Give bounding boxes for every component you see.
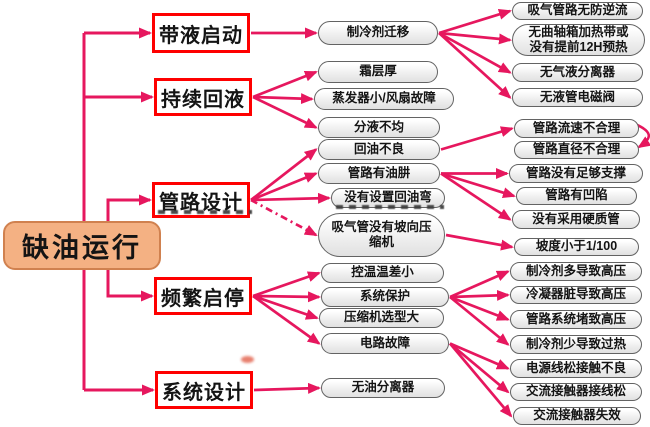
cause-node: 分液不均: [318, 117, 440, 138]
leaf-cause-node: 无曲轴箱加热带或没有提前12H预热: [512, 24, 645, 56]
watermark-smudge: [336, 205, 444, 209]
cause-node: 管路有油肼: [318, 163, 440, 184]
cause-node: 控温温差小: [321, 263, 444, 283]
leaf-cause-node: 无气液分离器: [512, 63, 643, 82]
root-node-oil-starved-operation: 缺油运行: [3, 221, 161, 270]
leaf-cause-node: 交流接触器接线松: [510, 383, 642, 401]
leaf-cause-node: 管路没有足够支撑: [509, 164, 643, 183]
cause-node: 系统保护: [321, 287, 449, 307]
cause-node: 回油不良: [318, 139, 440, 160]
category-continuous-liquid-return: 持续回液: [154, 78, 252, 116]
leaf-cause-node: 管路有凹陷: [516, 187, 637, 205]
leaf-cause-node: 制冷剂少导致过热: [510, 335, 642, 354]
category-system-design: 系统设计: [155, 371, 253, 409]
leaf-cause-node: 坡度小于1/100: [514, 238, 639, 256]
leaf-cause-node: 无液管电磁阀: [512, 88, 643, 107]
cause-node: 没有设置回油弯: [331, 188, 445, 208]
leaf-cause-node: 吸气管路无防逆流: [512, 2, 643, 20]
cause-node: 霜层厚: [318, 61, 438, 83]
cause-node: 蒸发器小/风扇故障: [314, 88, 454, 110]
leaf-cause-node: 交流接触器失效: [513, 407, 641, 425]
watermark-smudge: [241, 356, 254, 363]
leaf-cause-node: 没有采用硬质管: [512, 210, 640, 229]
cause-node: 吸气管没有坡向压缩机: [318, 213, 445, 257]
cause-node: 制冷剂迁移: [318, 21, 438, 45]
category-frequent-start-stop: 频繁启停: [154, 277, 252, 315]
category-liquid-start: 带液启动: [152, 13, 250, 53]
cause-node: 无油分离器: [321, 378, 445, 398]
leaf-cause-node: 管路直径不合理: [514, 141, 639, 159]
leaf-cause-node: 制冷剂多导致高压: [510, 262, 642, 281]
leaf-cause-node: 电源线松接触不良: [510, 359, 642, 378]
cause-node: 电路故障: [321, 333, 449, 354]
cause-node: 压缩机选型大: [319, 308, 444, 328]
leaf-cause-node: 管路流速不合理: [514, 119, 639, 138]
watermark-smudge: [158, 210, 252, 214]
leaf-cause-node: 管路系统堵致高压: [510, 310, 642, 329]
leaf-cause-node: 冷凝器脏导致高压: [510, 286, 642, 304]
